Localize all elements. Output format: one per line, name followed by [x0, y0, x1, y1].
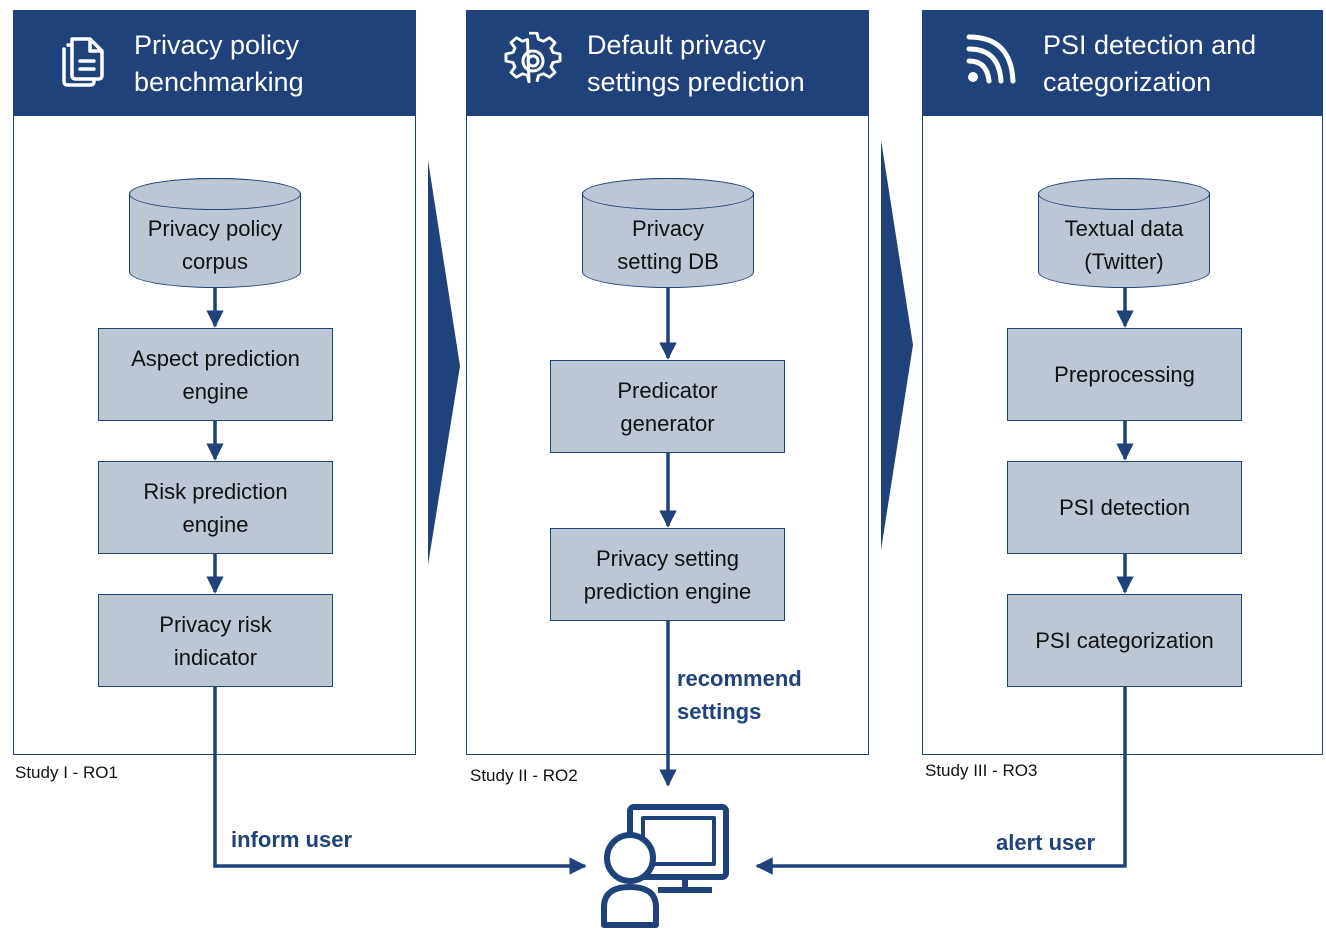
study-label-1: Study I - RO1: [15, 763, 118, 782]
panel-header: Privacy policy benchmarking: [14, 11, 415, 116]
node-risk-prediction-engine: Risk prediction engine: [98, 461, 333, 554]
database-top: [129, 178, 301, 210]
node-preprocessing: Preprocessing: [1007, 328, 1242, 421]
panel-title: Privacy policy benchmarking: [134, 30, 304, 97]
database-top: [582, 178, 754, 210]
gear-icon: [504, 31, 562, 84]
node-privacy-risk-indicator: Privacy risk indicator: [98, 594, 333, 687]
node-psi-detection: PSI detection: [1007, 461, 1242, 554]
node-psi-categorization: PSI categorization: [1007, 594, 1242, 687]
chevron-arrow-2: [881, 140, 913, 550]
database-label: Privacy setting DB: [617, 216, 719, 274]
signal-icon: [966, 34, 1016, 84]
edge-label-recommend-settings: recommend settings: [677, 666, 802, 724]
study-label-3: Study III - RO3: [925, 761, 1038, 780]
study-label-2: Study II - RO2: [470, 766, 578, 785]
panel-header: Default privacy settings prediction: [467, 11, 868, 116]
edge-label-inform-user: inform user: [231, 827, 353, 852]
arrow-inform-user: [213, 687, 587, 875]
arrow-alert-user: [755, 687, 1127, 875]
database-top: [1038, 178, 1210, 210]
panel-header: PSI detection and categorization: [923, 11, 1322, 116]
panel-title: PSI detection and categorization: [1043, 30, 1257, 97]
node-predicator-generator: Predicator generator: [550, 360, 785, 453]
database-label: Privacy policy corpus: [147, 216, 283, 274]
chevron-arrow-1: [428, 160, 460, 565]
user-computer-icon: [601, 804, 729, 928]
database-label: Textual data (Twitter): [1064, 216, 1184, 274]
node-aspect-prediction-engine: Aspect prediction engine: [98, 328, 333, 421]
panel-title: Default privacy settings prediction: [587, 30, 805, 97]
edge-label-alert-user: alert user: [996, 830, 1096, 855]
node-privacy-setting-prediction-engine: Privacy setting prediction engine: [550, 528, 785, 621]
document-icon: [62, 37, 104, 87]
